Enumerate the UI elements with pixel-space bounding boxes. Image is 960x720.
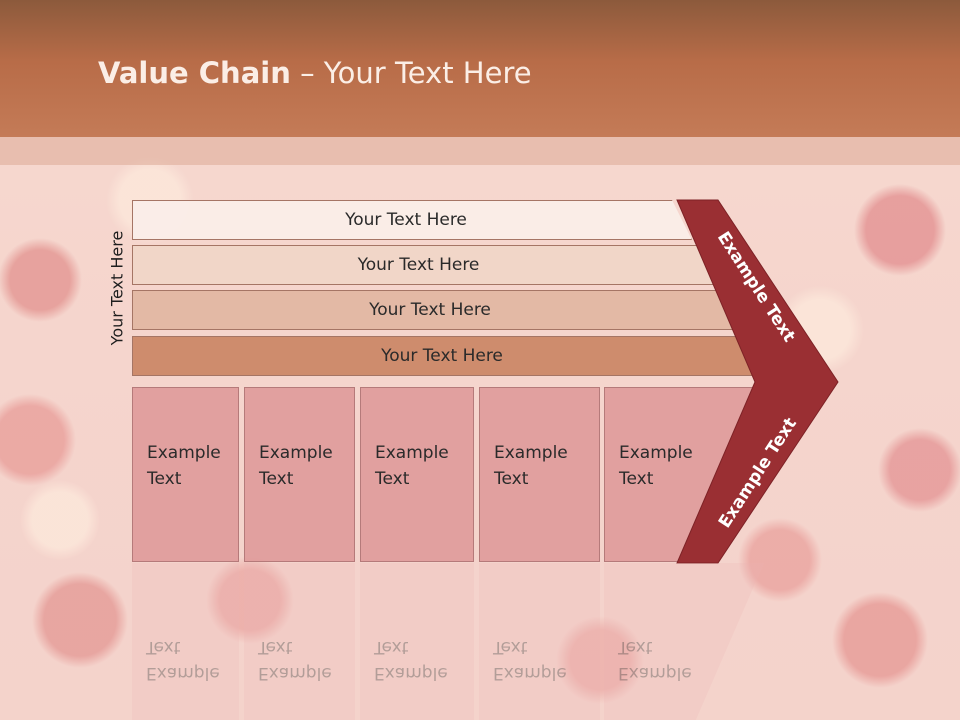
column-line-1: Example — [494, 443, 568, 463]
row-label: Your Text Here — [357, 255, 480, 275]
column-line-1: Example — [375, 443, 449, 463]
column-line-1: Example — [619, 443, 693, 463]
row-label: Your Text Here — [345, 210, 467, 230]
column-line-2: Text — [494, 469, 529, 489]
value-row-4: Your Text Here — [132, 336, 764, 376]
value-row-1: Your Text Here — [132, 200, 692, 240]
slide-title: Value Chain – Your Text Here — [98, 56, 532, 90]
value-row-2: Your Text Here — [132, 245, 717, 285]
row-label: Your Text Here — [381, 346, 503, 366]
activity-column-1: Example Text — [132, 387, 239, 562]
column-line-1: Example — [147, 443, 221, 463]
title-rest: – Your Text Here — [290, 56, 532, 90]
column-line-2: Text — [147, 469, 182, 489]
activity-column-4: Example Text — [479, 387, 600, 562]
activity-column-3: Example Text — [360, 387, 474, 562]
column-line-1: Example — [259, 443, 333, 463]
column-line-2: Text — [619, 469, 654, 489]
value-row-3: Your Text Here — [132, 290, 740, 330]
column-line-2: Text — [259, 469, 294, 489]
title-band: Value Chain – Your Text Here — [0, 0, 960, 137]
title-bold: Value Chain — [98, 56, 291, 90]
chevron-shape — [676, 199, 839, 564]
activity-column-2: Example Text — [244, 387, 355, 562]
column-line-2: Text — [375, 469, 410, 489]
row-label: Your Text Here — [369, 300, 491, 320]
header-strip — [0, 137, 960, 165]
